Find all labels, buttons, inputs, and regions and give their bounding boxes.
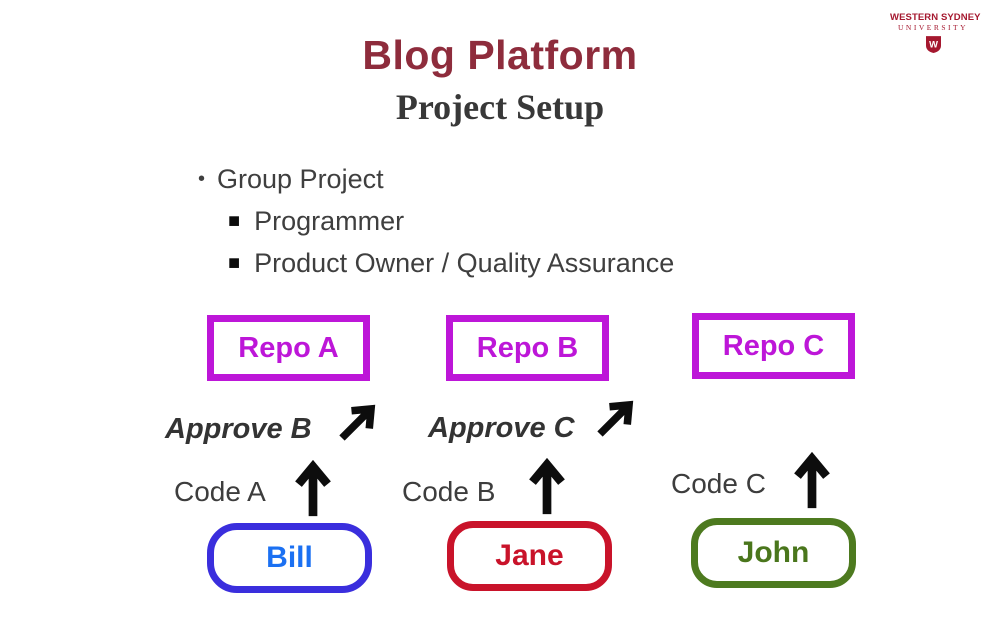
code-c-label: Code C [671, 468, 766, 499]
repo-a-label: Repo A [238, 331, 339, 364]
diagonal-arrow-icon [332, 396, 384, 448]
university-shield-icon: W [890, 35, 976, 58]
dot-bullet-icon: • [198, 167, 206, 190]
up-arrow-icon [792, 450, 832, 510]
bullet-sub-text: Programmer [254, 205, 405, 236]
logo-university-name: WESTERN SYDNEY [890, 12, 981, 23]
person-bill-box: Bill [207, 523, 372, 593]
repo-a-box: Repo A [207, 315, 370, 381]
slide-subtitle: Project Setup [395, 87, 605, 127]
code-b-label: Code B [402, 476, 496, 507]
person-john-name: John [737, 536, 810, 569]
bullet-item-main: • Group Project [198, 158, 674, 200]
repo-c-box: Repo C [692, 313, 855, 379]
repo-b-label: Repo B [476, 331, 579, 364]
person-jane-box: Jane [447, 521, 612, 591]
person-john-box: John [691, 518, 856, 588]
code-a-label: Code A [174, 476, 266, 507]
person-bill-name: Bill [266, 541, 313, 574]
square-bullet-icon: ■ [228, 252, 241, 274]
approve-b-label: Approve B [165, 413, 312, 445]
up-arrow-icon [527, 456, 567, 516]
bullet-item-sub: ■ Product Owner / Quality Assurance [228, 242, 674, 284]
repo-c-label: Repo C [722, 329, 825, 362]
up-arrow-icon [293, 458, 333, 518]
repo-b-box: Repo B [446, 315, 609, 381]
shield-letter: W [929, 39, 938, 49]
bullet-item-sub: ■ Programmer [228, 200, 674, 242]
university-logo: WESTERN SYDNEY UNIVERSITY W [890, 12, 981, 58]
logo-university-word: UNIVERSITY [898, 23, 968, 33]
diagonal-arrow-icon [590, 392, 642, 444]
bullet-main-text: Group Project [217, 163, 384, 194]
square-bullet-icon: ■ [228, 210, 241, 232]
bullet-sub-text: Product Owner / Quality Assurance [254, 247, 675, 278]
slide-title: Blog Platform [362, 32, 638, 78]
person-jane-name: Jane [495, 539, 564, 572]
bullet-list: • Group Project ■ Programmer ■ Product O… [198, 158, 674, 284]
approve-c-label: Approve C [428, 412, 575, 444]
